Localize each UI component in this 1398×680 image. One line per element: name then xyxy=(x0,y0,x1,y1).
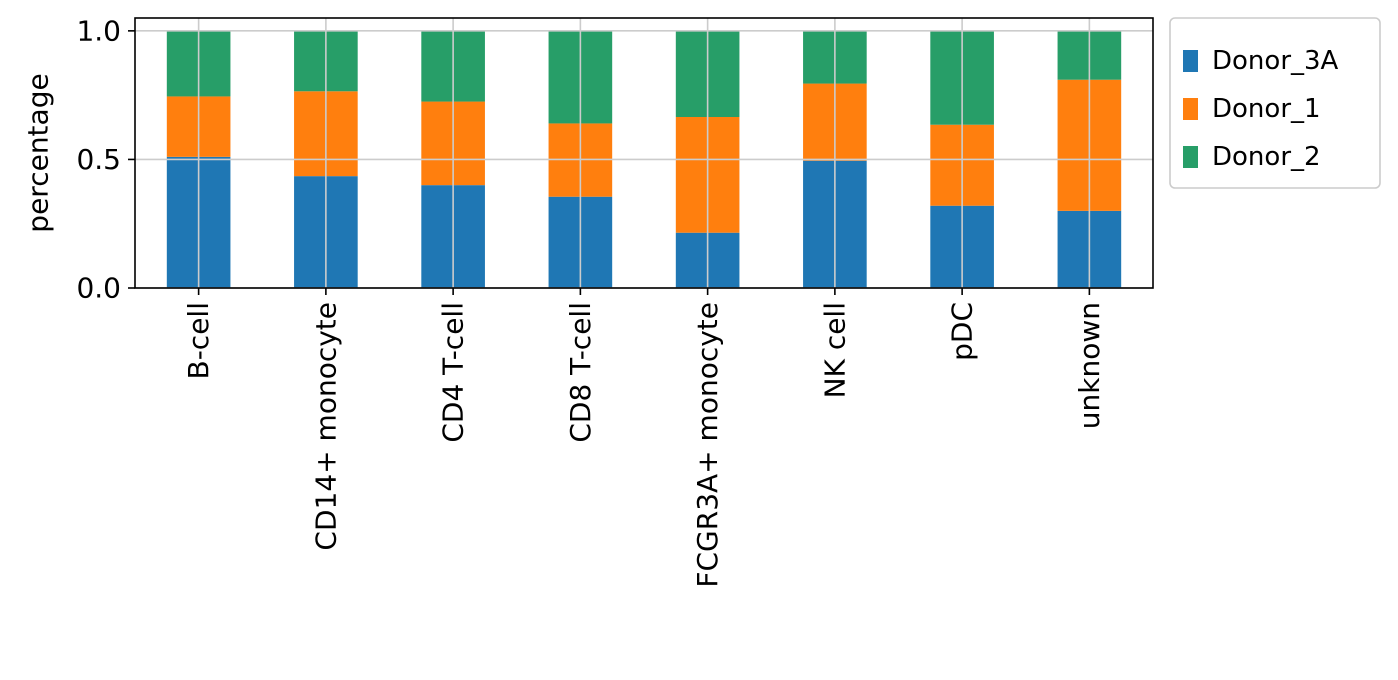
legend-label-0: Donor_3A xyxy=(1212,46,1339,76)
x-tick-label-6: pDC xyxy=(946,302,979,361)
legend-swatch-0 xyxy=(1183,50,1198,72)
x-tick-label-5: NK cell xyxy=(818,302,851,398)
x-tick-label-3: CD8 T-cell xyxy=(564,302,597,443)
y-tick-label-2: 1.0 xyxy=(76,14,121,47)
plot-frame xyxy=(134,17,1154,289)
y-axis: 0.0 0.5 1.0 xyxy=(76,14,135,305)
x-axis: B-cell CD14+ monocyte CD4 T-cell CD8 T-cell… xyxy=(182,288,1106,588)
legend-swatch-2 xyxy=(1183,146,1198,168)
x-tick-label-7: unknown xyxy=(1073,302,1106,429)
x-tick-label-2: CD4 T-cell xyxy=(437,302,470,443)
x-tick-label-1: CD14+ monocyte xyxy=(309,302,342,551)
y-tick-label-0: 0.0 xyxy=(76,272,121,305)
y-axis-label: percentage xyxy=(22,73,55,232)
legend-label-1: Donor_1 xyxy=(1212,94,1321,124)
legend-label-2: Donor_2 xyxy=(1212,142,1321,172)
y-tick-label-1: 0.5 xyxy=(76,143,121,176)
grid-layer xyxy=(135,18,1153,289)
legend-box xyxy=(1169,17,1381,189)
x-tick-label-4: FCGR3A+ monocyte xyxy=(691,302,724,588)
x-tick-label-0: B-cell xyxy=(182,302,215,380)
legend-swatch-1 xyxy=(1183,98,1198,120)
